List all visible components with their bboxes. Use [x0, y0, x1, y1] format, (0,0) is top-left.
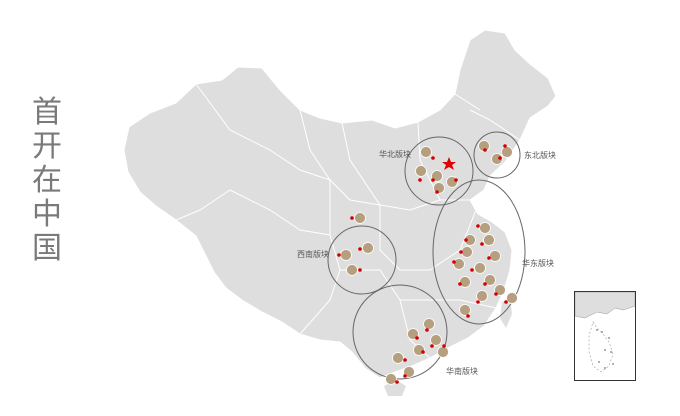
title-char: 开 — [32, 129, 64, 164]
city-dot — [458, 282, 462, 286]
city-dot — [470, 268, 474, 272]
city-project-badge — [484, 274, 496, 286]
city-project-badge — [392, 352, 404, 364]
region-circle-east — [432, 179, 526, 325]
city-project-badge — [478, 140, 490, 152]
region-circle-northeast — [473, 131, 521, 179]
city-dot — [487, 256, 491, 260]
city-dot — [476, 300, 480, 304]
inset-islands — [596, 329, 614, 369]
city-dot — [454, 178, 458, 182]
city-project-badge — [459, 304, 471, 316]
city-dot — [503, 144, 507, 148]
city-dot — [459, 250, 463, 254]
city-project-badge — [354, 212, 366, 224]
city-project-badge — [501, 146, 513, 158]
city-project-badge — [474, 262, 486, 274]
city-project-badge — [479, 222, 491, 234]
city-project-badge — [461, 246, 473, 258]
city-dot — [431, 178, 435, 182]
taiwan-island — [500, 298, 512, 328]
city-dot — [403, 374, 407, 378]
city-dot — [466, 314, 470, 318]
city-dot — [480, 242, 484, 246]
city-project-badge — [476, 290, 488, 302]
province-borders — [175, 83, 521, 359]
city-dot — [421, 350, 425, 354]
city-dot — [415, 336, 419, 340]
region-label-northeast: 东北版块 — [524, 150, 556, 160]
region-label-southwest: 西南版块 — [297, 249, 329, 259]
city-project-badge — [340, 249, 352, 261]
city-dot — [337, 253, 341, 257]
south-china-sea-inset — [574, 291, 636, 381]
region-label-south: 华南版块 — [446, 366, 478, 376]
city-dot — [350, 216, 354, 220]
title-char: 在 — [32, 163, 64, 198]
region-label-north: 华北版块 — [379, 149, 411, 159]
city-project-badge — [506, 292, 518, 304]
city-dot — [483, 148, 487, 152]
city-dot — [494, 292, 498, 296]
city-project-badge — [415, 165, 427, 177]
region-label-east: 华东版块 — [522, 258, 554, 268]
vertical-title: 首 开 在 中 国 — [28, 96, 68, 266]
city-project-badge — [346, 264, 358, 276]
city-dot — [403, 358, 407, 362]
inset-coastline — [574, 291, 636, 319]
city-project-badge — [453, 258, 465, 270]
city-dot — [476, 224, 480, 228]
city-dot — [483, 282, 487, 286]
city-project-badge — [423, 318, 435, 330]
city-project-badge — [483, 234, 495, 246]
city-dot — [504, 300, 508, 304]
title-char: 中 — [32, 197, 64, 232]
city-project-badge — [362, 242, 374, 254]
city-dot — [464, 238, 468, 242]
city-dot — [425, 328, 429, 332]
city-project-badge — [430, 334, 442, 346]
title-char: 国 — [32, 231, 64, 266]
city-dot — [395, 380, 399, 384]
title-char: 首 — [32, 95, 64, 130]
region-circle-southwest — [327, 225, 397, 295]
city-project-badge — [433, 182, 445, 194]
city-project-badge — [413, 344, 425, 356]
city-project-badge — [489, 250, 501, 262]
city-dot — [418, 178, 422, 182]
city-project-badge — [446, 176, 458, 188]
city-dot — [435, 190, 439, 194]
china-landmass — [123, 29, 557, 379]
city-project-badge — [420, 146, 432, 158]
city-dot — [498, 156, 502, 160]
region-circle-south — [352, 284, 448, 380]
region-circle-north — [404, 136, 474, 206]
city-dot — [442, 344, 446, 348]
city-dot — [358, 268, 362, 272]
city-dot — [430, 344, 434, 348]
star-icon — [442, 157, 456, 170]
inset-boundary — [588, 321, 614, 373]
city-dot — [452, 260, 456, 264]
city-project-badge — [385, 373, 397, 385]
city-project-badge — [459, 276, 471, 288]
city-dot — [358, 247, 362, 251]
city-dot — [431, 156, 435, 160]
city-project-badge — [437, 346, 449, 358]
